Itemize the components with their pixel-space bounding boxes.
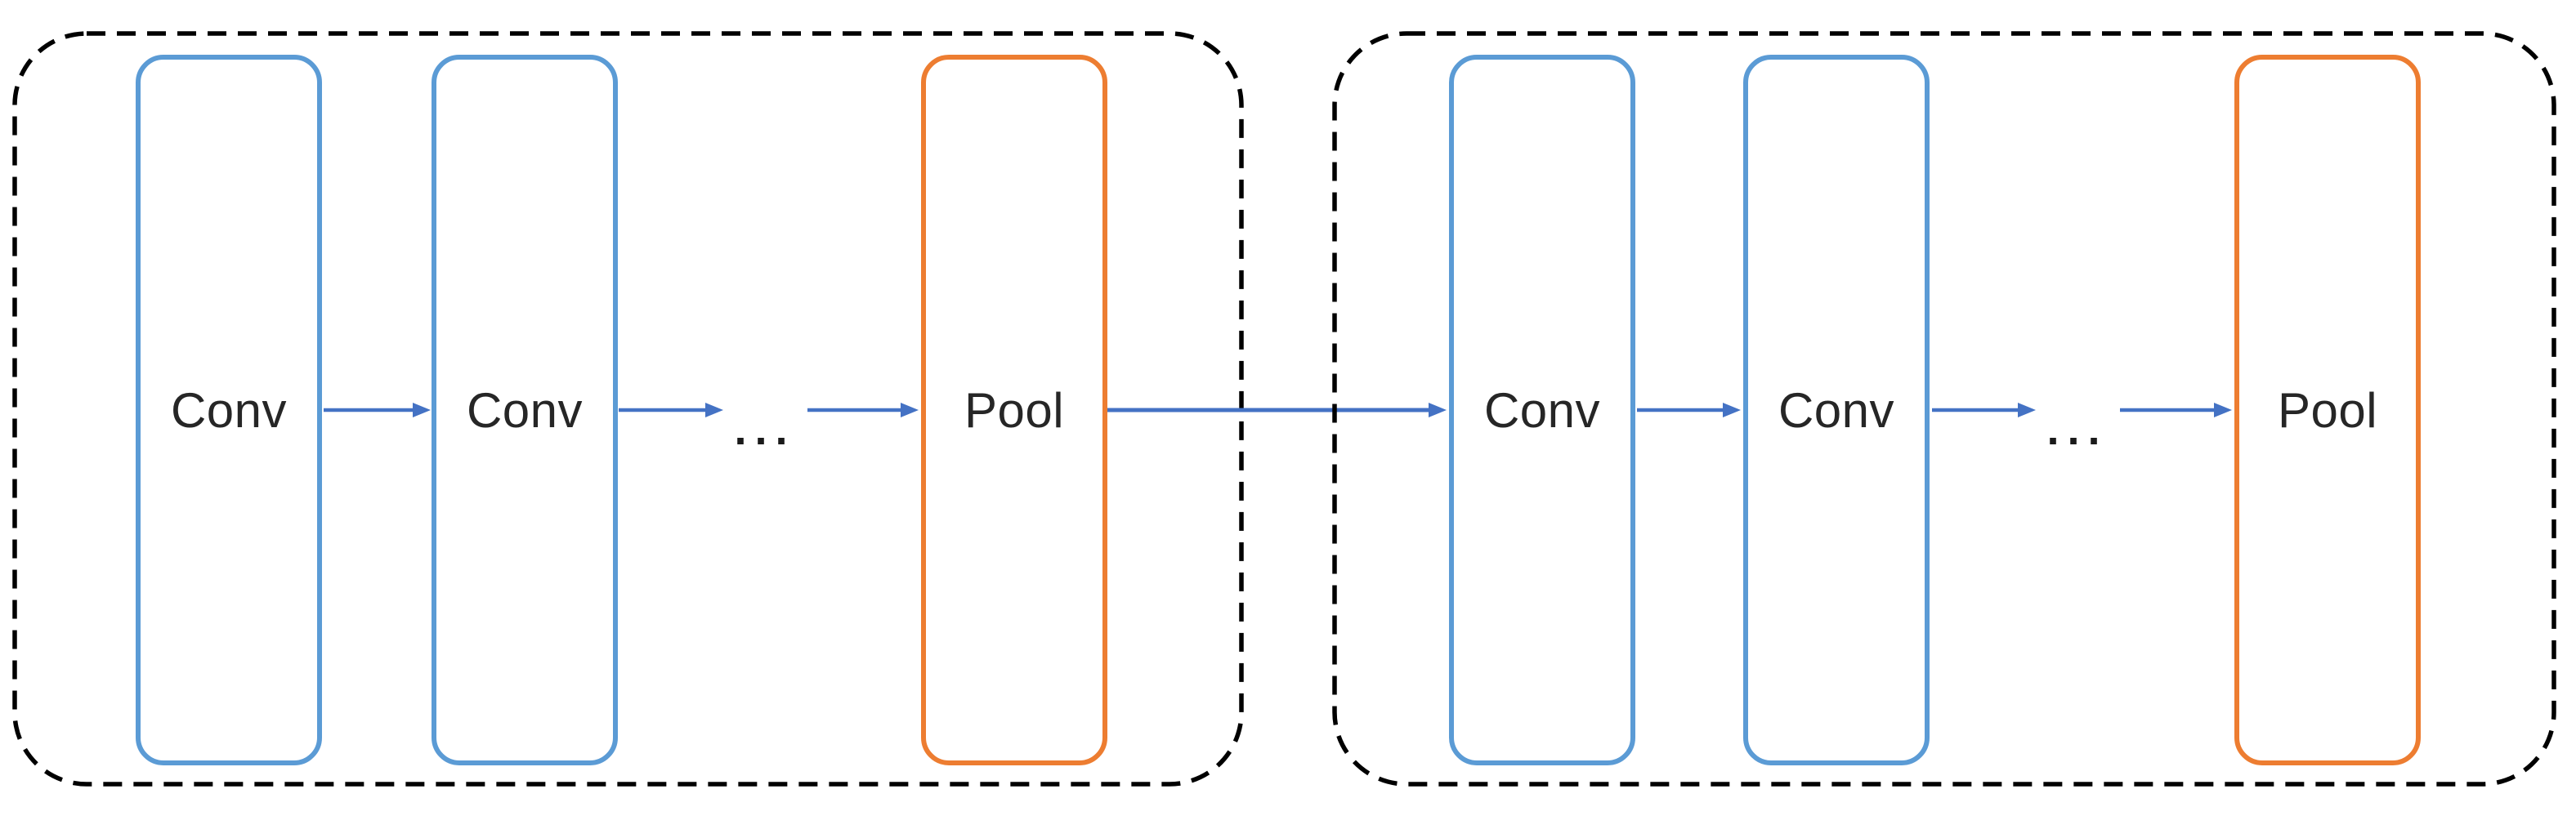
flow-arrow-icon xyxy=(807,403,919,417)
layer-label: Pool xyxy=(964,382,1065,438)
flow-arrow-icon xyxy=(1932,403,2036,417)
conv-layer-box: Conv xyxy=(1449,55,1635,765)
ellipsis-dots: ··· xyxy=(2046,417,2109,466)
layer-label: Conv xyxy=(170,382,288,438)
conv-block-group-1: Conv Conv Pool ··· xyxy=(12,31,1244,787)
flow-arrow-icon xyxy=(1637,403,1741,417)
flow-arrow-icon xyxy=(2120,403,2232,417)
conv-layer-box: Conv xyxy=(136,55,322,765)
pool-layer-box: Pool xyxy=(921,55,1107,765)
layer-label: Conv xyxy=(1483,382,1601,438)
layer-label: Pool xyxy=(2277,382,2378,438)
conv-layer-box: Conv xyxy=(1743,55,1930,765)
layer-label: Conv xyxy=(1778,382,1895,438)
flow-arrow-icon xyxy=(619,403,723,417)
group-dashed-border xyxy=(1332,31,2556,787)
conv-block-group-2: Conv Conv Pool ··· xyxy=(1332,31,2556,787)
flow-arrow-icon xyxy=(324,403,431,417)
layer-label: Conv xyxy=(466,382,584,438)
pool-layer-box: Pool xyxy=(2234,55,2421,765)
conv-layer-box: Conv xyxy=(432,55,618,765)
flow-arrow-icon xyxy=(1107,403,1447,417)
ellipsis-dots: ··· xyxy=(734,417,796,466)
